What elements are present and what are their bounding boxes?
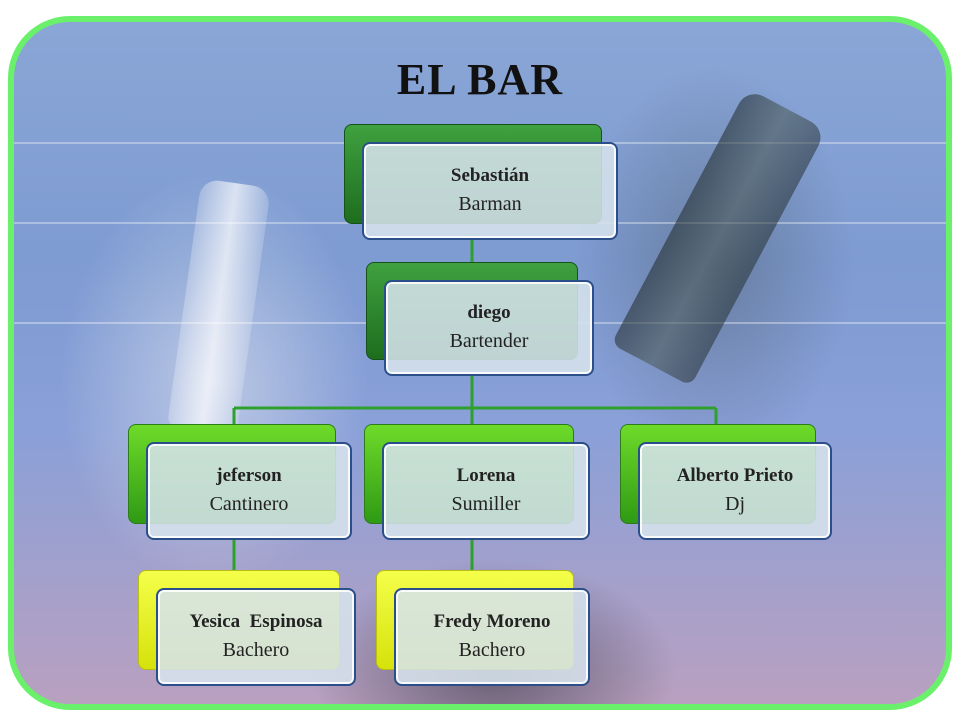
node-role: Sumiller [451,493,521,515]
node-name: Alberto Prieto [676,465,794,486]
node-name: Lorena [456,465,516,486]
node-card: diego Bartender [384,280,594,376]
node-role: Barman [458,193,522,215]
node-name: Yesica Espinosa [189,611,323,632]
node-name: diego [467,302,511,323]
node-card: Alberto Prieto Dj [638,442,832,540]
org-node-staff-alberto: Alberto Prieto Dj [620,424,832,540]
org-node-assistant-fredy: Fredy Moreno Bachero [376,570,590,686]
org-node-manager: diego Bartender [366,262,594,376]
node-role: Bachero [222,639,290,661]
org-node-assistant-yesica: Yesica Espinosa Bachero [138,570,356,686]
node-name: Fredy Moreno [433,611,551,632]
node-card: Sebastián Barman [362,142,618,240]
org-node-staff-jeferson: jeferson Cantinero [128,424,352,540]
node-role: Cantinero [209,493,289,515]
node-name: Sebastián [450,165,530,186]
node-card: Yesica Espinosa Bachero [156,588,356,686]
node-name: jeferson [216,465,282,486]
org-node-root: Sebastián Barman [344,124,618,240]
node-card: jeferson Cantinero [146,442,352,540]
node-role: Bachero [458,639,526,661]
page-title: EL BAR [396,55,564,104]
org-node-staff-lorena: Lorena Sumiller [364,424,590,540]
node-role: Dj [725,493,745,515]
node-card: Fredy Moreno Bachero [394,588,590,686]
node-card: Lorena Sumiller [382,442,590,540]
node-role: Bartender [449,330,529,352]
